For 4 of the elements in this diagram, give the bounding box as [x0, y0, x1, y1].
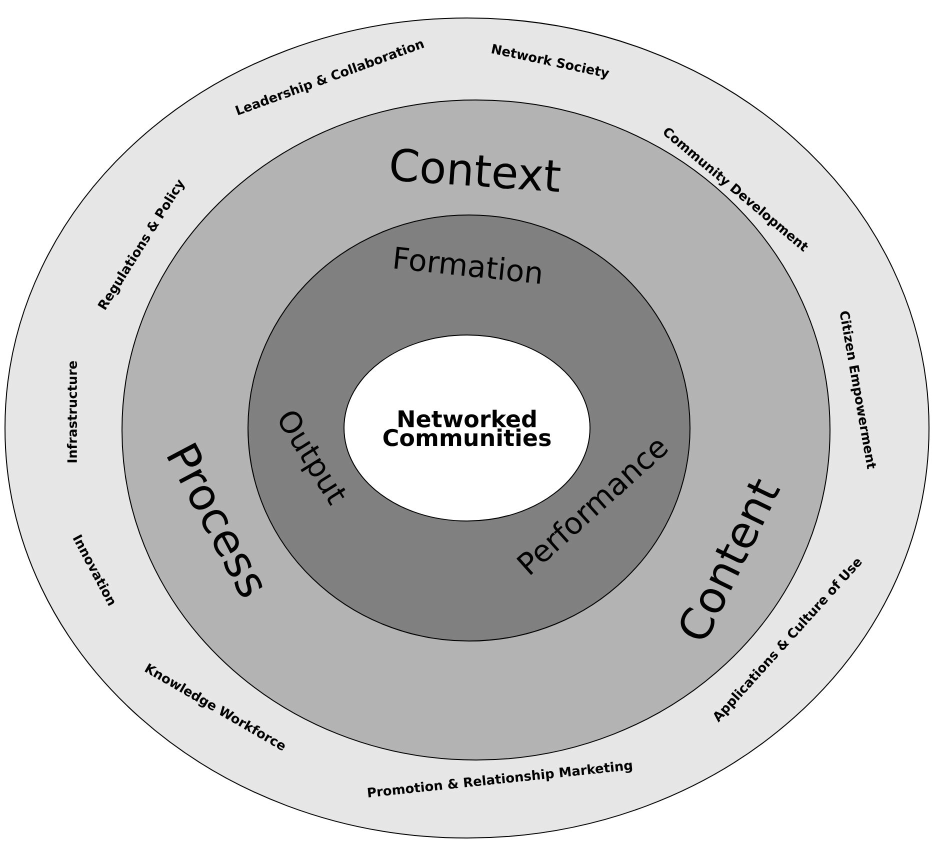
ring-label: Promotion & Relationship Marketing [368, 762, 632, 798]
ring-label: Infrastructure [66, 361, 78, 462]
ring-label: Formation [394, 246, 541, 284]
ring-label: Context [391, 148, 560, 192]
